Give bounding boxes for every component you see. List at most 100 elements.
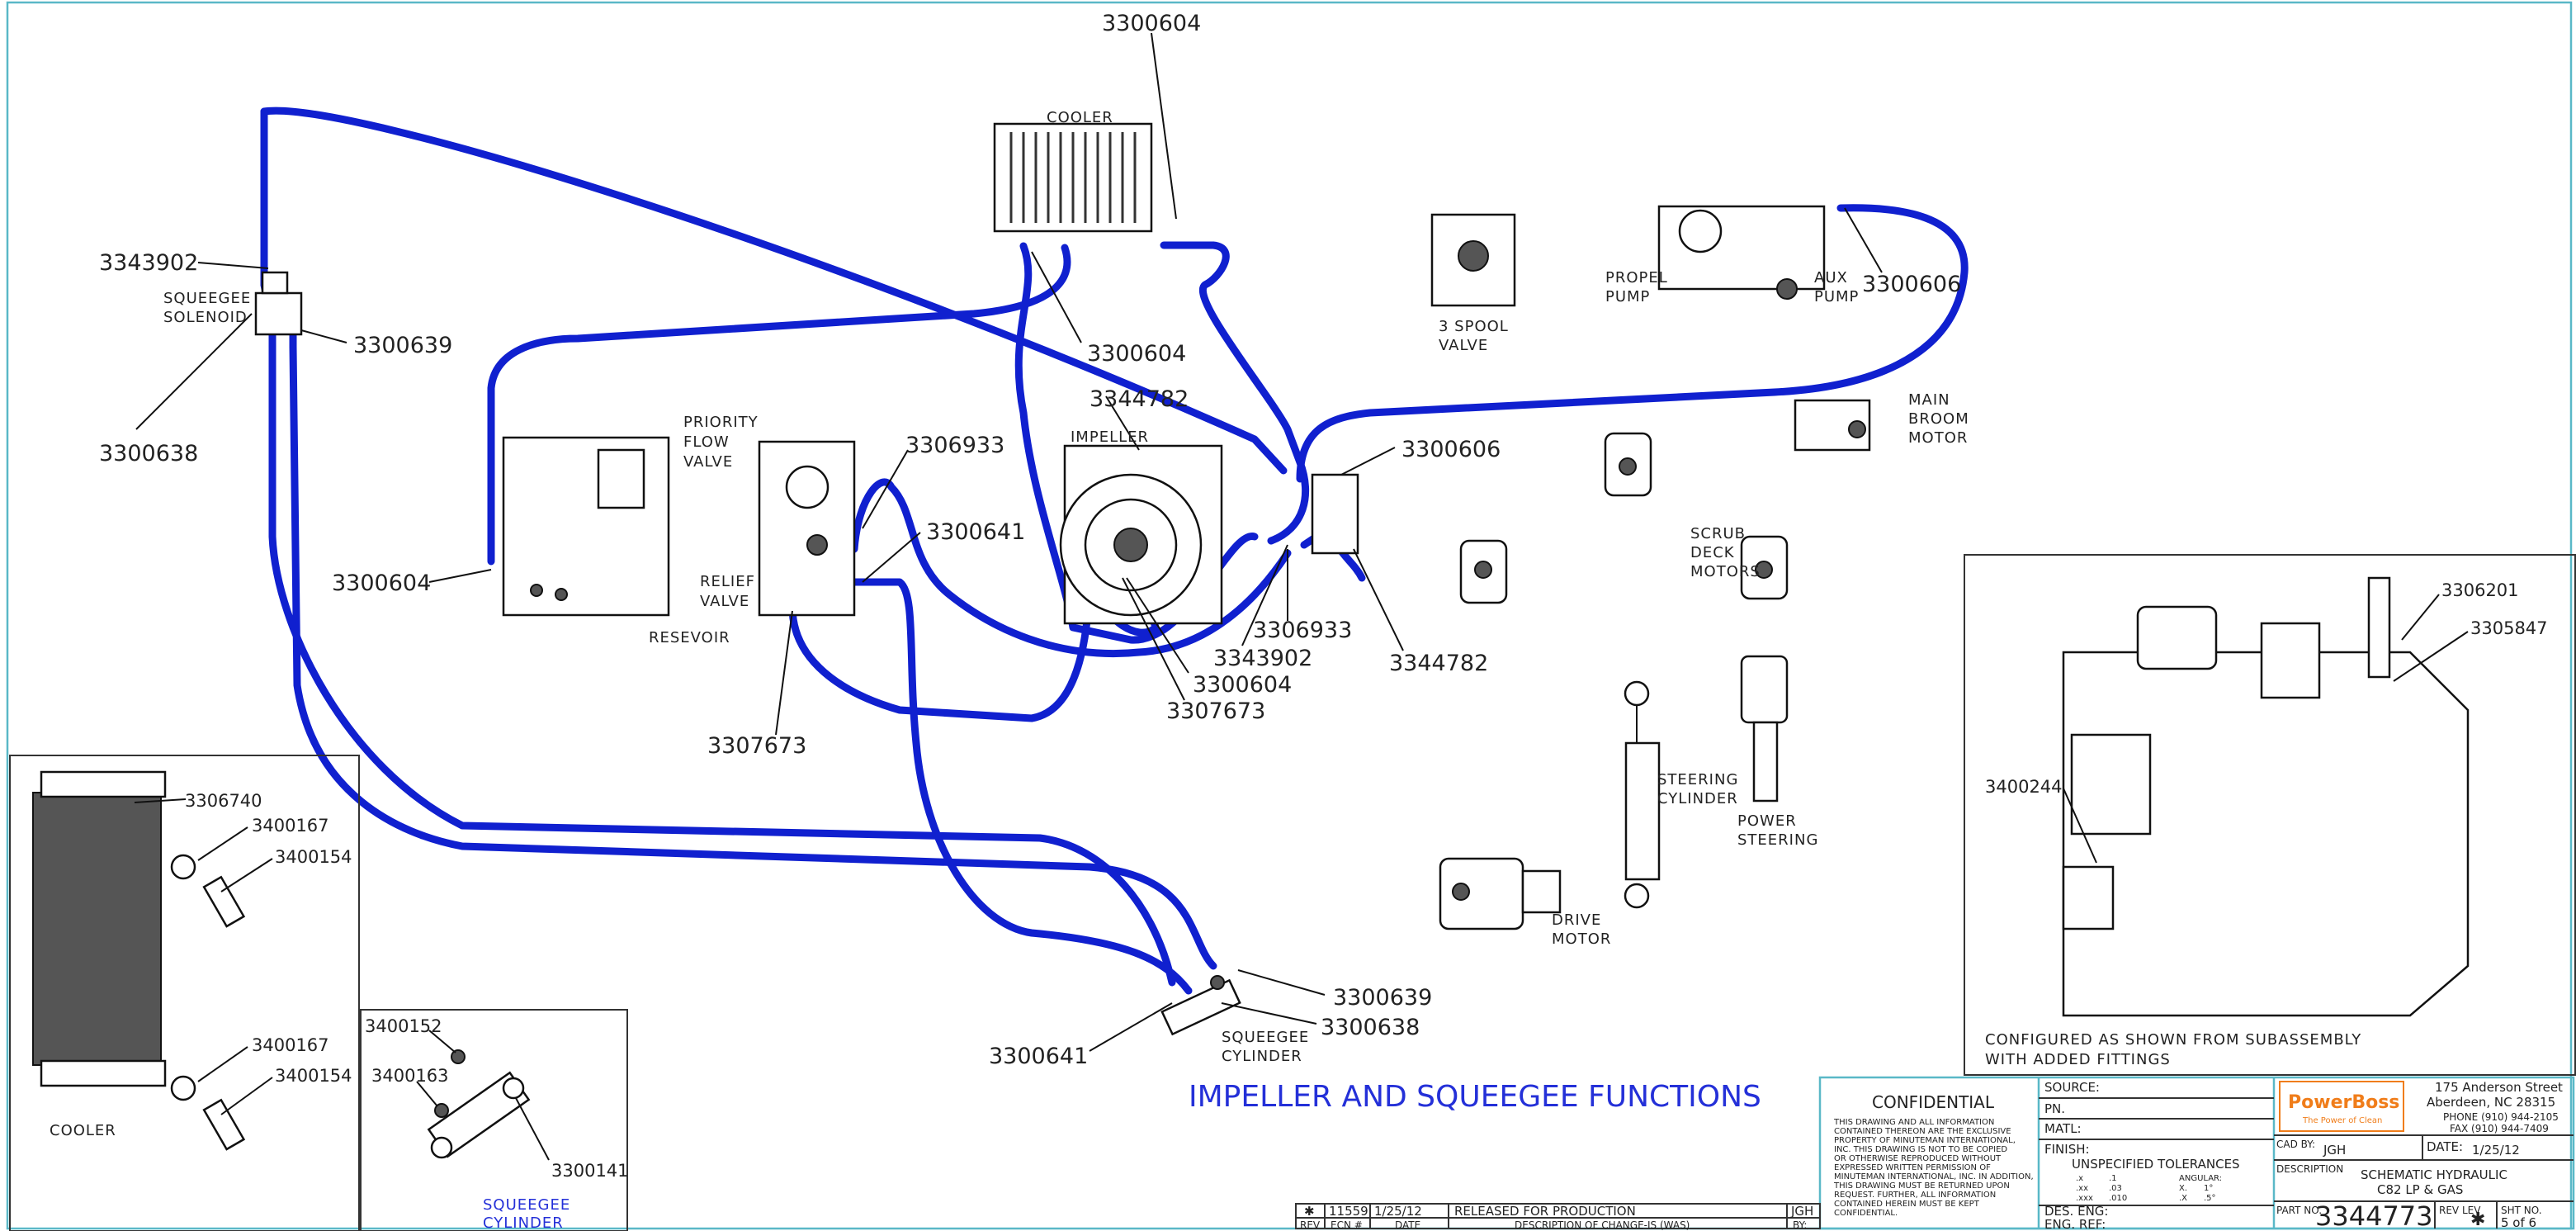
label-main-broom-2: BROOM — [1908, 410, 1969, 428]
label-aux-2: PUMP — [1814, 288, 1859, 305]
inset-squeegee-part-3: 3300141 — [551, 1161, 629, 1181]
label-drive-motor-2: MOTOR — [1552, 930, 1611, 948]
inset-cooler-part-2: 3400167 — [252, 816, 329, 836]
inset-reservoir-note-1: CONFIGURED AS SHOWN FROM SUBASSEMBLY — [1985, 1031, 2361, 1049]
scrub-deck-motor-3 — [1459, 539, 1508, 604]
squeegee-solenoid-component — [254, 271, 303, 336]
confidential-line-10: CONTAINED HEREIN MUST BE KEPT — [1834, 1200, 1980, 1209]
power-steering-component — [1740, 655, 1789, 803]
title-block: CONFIDENTIAL THIS DRAWING AND ALL INFORM… — [1818, 1076, 2575, 1231]
label-priority-1: PRIORITY — [683, 414, 759, 431]
callout-3300604-cooler: 3300604 — [1087, 341, 1186, 367]
label-power-steering-2: STEERING — [1737, 831, 1818, 849]
hydraulic-hoses — [260, 107, 1969, 995]
impeller-valve-component — [1311, 473, 1359, 555]
inset-cooler-part-5: 3400154 — [275, 1066, 352, 1086]
confidential-heading: CONFIDENTIAL — [1872, 1092, 1995, 1112]
callout-3344782-low: 3344782 — [1389, 651, 1488, 676]
part-callouts: 3300604 3343902 3300639 3300638 3300604 … — [99, 11, 1961, 1069]
rev-by: JGH — [1790, 1204, 1813, 1219]
rev-mark: ✱ — [1304, 1204, 1315, 1219]
callout-3343902-low: 3343902 — [1213, 646, 1312, 671]
label-scrub-2: DECK — [1690, 544, 1735, 561]
propel-aux-pump-component — [1657, 205, 1826, 300]
tb-ang-x: X. — [2179, 1184, 2187, 1193]
reservoir-component — [502, 436, 670, 617]
tb-ang-xx-v: .5° — [2204, 1194, 2216, 1203]
label-cooler: COOLER — [1047, 109, 1113, 126]
label-propel-2: PUMP — [1605, 288, 1650, 305]
callout-3300641: 3300641 — [926, 519, 1025, 545]
inset-squeegee-part-1: 3400152 — [365, 1016, 442, 1036]
inset-cooler-part-1: 3306740 — [185, 791, 262, 811]
tb-sht-no-label: SHT NO. — [2501, 1205, 2542, 1216]
label-scrub-1: SCRUB — [1690, 525, 1746, 542]
main-title: IMPELLER AND SQUEEGEE FUNCTIONS — [1189, 1080, 1761, 1114]
tb-tol-x: .x — [2076, 1174, 2083, 1183]
rev-h-ecn: ECN # — [1331, 1219, 1363, 1231]
label-drive-motor-1: DRIVE — [1552, 911, 1601, 929]
callout-3300606-aux: 3300606 — [1862, 272, 1961, 297]
inset-reservoir: 3306201 3305847 3400244 CONFIGURED AS SH… — [1964, 554, 2576, 1076]
callout-3300641-bottom: 3300641 — [989, 1044, 1088, 1069]
tb-angular: ANGULAR: — [2179, 1174, 2222, 1183]
label-3-spool-2: VALVE — [1439, 337, 1488, 354]
inset-reservoir-note-2: WITH ADDED FITTINGS — [1985, 1051, 2171, 1068]
tb-date: 1/25/12 — [2472, 1143, 2520, 1158]
callout-3300638: 3300638 — [99, 441, 198, 466]
relief-valve-component — [758, 440, 856, 617]
callout-3300606: 3300606 — [1401, 437, 1501, 462]
tb-sht-no: 5 of 6 — [2501, 1215, 2536, 1230]
callout-3300639: 3300639 — [353, 333, 452, 358]
callout-3307673-low: 3307673 — [1166, 698, 1265, 724]
impeller-component — [1059, 444, 1223, 625]
tb-part-no-label: PART NO. — [2276, 1205, 2322, 1216]
label-steering-cylinder-1: STEERING — [1657, 771, 1738, 788]
inset-squeegee-label-1: SQUEEGEE — [483, 1196, 570, 1214]
label-propel-1: PROPEL — [1605, 269, 1668, 286]
callout-3300604-reservoir: 3300604 — [332, 571, 431, 596]
label-relief-1: RELIEF — [700, 573, 755, 590]
confidential-line-9: REQUEST. FURTHER, ALL INFORMATION — [1834, 1191, 1996, 1200]
leader-lines — [135, 32, 1883, 1052]
tb-tol-xx: .xx — [2076, 1184, 2088, 1193]
confidential-line-7: MINUTEMAN INTERNATIONAL, INC. IN ADDITIO… — [1834, 1172, 2034, 1181]
confidential-line-4: INC. THIS DRAWING IS NOT TO BE COPIED — [1834, 1145, 2007, 1154]
rev-h-date: DATE — [1395, 1219, 1420, 1231]
label-squeegee-cylinder-1: SQUEEGEE — [1222, 1029, 1309, 1046]
callout-3300604-low: 3300604 — [1193, 672, 1292, 698]
tb-fax: FAX (910) 944-7409 — [2450, 1123, 2549, 1134]
inset-reservoir-part-1: 3306201 — [2441, 580, 2519, 600]
inset-reservoir-part-2: 3305847 — [2470, 618, 2548, 638]
callout-3307673-left: 3307673 — [707, 733, 806, 759]
tb-cad-by-label: CAD BY: — [2276, 1139, 2315, 1150]
rev-date: 1/25/12 — [1374, 1204, 1422, 1219]
tb-source: SOURCE: — [2044, 1080, 2100, 1095]
callout-3306933-low: 3306933 — [1253, 618, 1352, 643]
inset-cooler-part-4: 3400167 — [252, 1035, 329, 1055]
cooler-component — [993, 122, 1153, 233]
steering-cylinder-component — [1624, 680, 1661, 909]
revision-block: ✱ 11559 1/25/12 RELEASED FOR PRODUCTION … — [1295, 1203, 1821, 1231]
inset-squeegee-label-2: CYLINDER — [483, 1214, 564, 1231]
label-main-broom-1: MAIN — [1908, 391, 1950, 409]
label-steering-cylinder-2: CYLINDER — [1657, 790, 1738, 807]
label-3-spool-1: 3 SPOOL — [1439, 318, 1509, 335]
tb-part-no: 3344773 — [2315, 1200, 2433, 1231]
tb-tol-xxx: .xxx — [2076, 1194, 2093, 1203]
tb-matl: MATL: — [2044, 1121, 2082, 1136]
tb-ang-xx: .X — [2179, 1194, 2187, 1203]
rev-ecn: 11559 — [1329, 1204, 1368, 1219]
label-relief-2: VALVE — [700, 593, 749, 610]
tb-cad-by: JGH — [2323, 1143, 2346, 1158]
sheet-border — [6, 1, 2573, 1230]
powerboss-logo: PowerBoss — [2288, 1092, 2399, 1113]
inset-reservoir-part-3: 3400244 — [1985, 777, 2063, 797]
component-labels: COOLER SQUEEGEE SOLENOID PRIORITY FLOW V… — [163, 109, 1969, 1114]
label-scrub-3: MOTORS — [1690, 563, 1761, 580]
confidential-line-5: OR OTHERWISE REPRODUCED WITHOUT — [1834, 1154, 2002, 1163]
tb-description-label: DESCRIPTION — [2276, 1163, 2343, 1175]
tb-rev-lev: ✱ — [2470, 1210, 2485, 1230]
callout-3344782: 3344782 — [1089, 386, 1189, 412]
